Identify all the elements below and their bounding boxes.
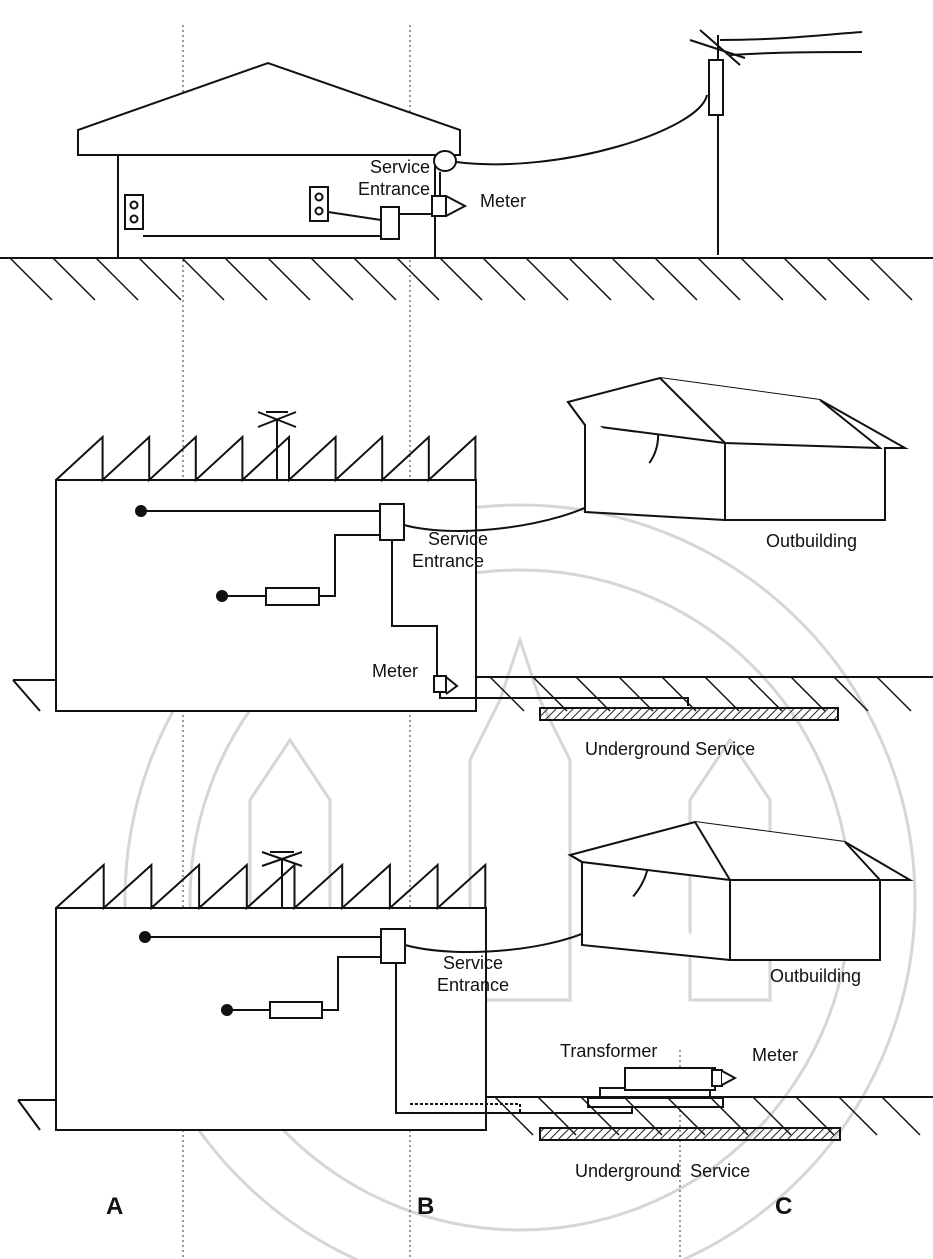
ground-hatch-stroke (225, 258, 267, 300)
transformer-label: Transformer (560, 1040, 657, 1062)
bottom-outbuilding-label: Outbuilding (770, 965, 861, 987)
middle-service-label-line1: Service (428, 528, 488, 550)
top-service-entrance-label: Service Entrance (356, 156, 430, 200)
bottom-underground-conduit (540, 1128, 840, 1140)
ground-hatch-stroke (870, 258, 912, 300)
top-entrance-label-line2: Entrance (356, 178, 430, 200)
bottom-outbuilding (570, 822, 910, 960)
middle-underground-service-label: Underground Service (585, 738, 755, 760)
ground-hatch-stroke (53, 258, 95, 300)
ground-hatch-stroke (483, 258, 525, 300)
bottom-service-entrance-label: Service Entrance (437, 952, 509, 996)
middle-entrance-label-line2: Entrance (412, 550, 488, 572)
top-service-label-line1: Service (370, 156, 430, 178)
ground-hatch-stroke (698, 258, 740, 300)
ground-hatch-stroke (619, 677, 653, 711)
ground-hatch-stroke (882, 1097, 920, 1135)
ground-hatch-stroke (741, 258, 783, 300)
bottom-underground-service-label: Underground Service (575, 1160, 750, 1182)
ground-hatch-stroke (354, 258, 396, 300)
middle-underground-conduit (540, 708, 838, 720)
middle-meter-label: Meter (372, 660, 418, 682)
middle-outbuilding (568, 378, 905, 520)
transformer (588, 1068, 735, 1107)
utility-pole (690, 30, 862, 255)
ground-hatch-stroke (705, 677, 739, 711)
ground-hatch-stroke (569, 258, 611, 300)
zone-c-label: C (775, 1196, 792, 1218)
ground-hatch-stroke (495, 1097, 533, 1135)
top-ground-hatching (10, 258, 912, 300)
zone-a-label: A (106, 1196, 123, 1218)
bottom-entrance-label-line2: Entrance (437, 974, 509, 996)
ground-hatch-stroke (576, 677, 610, 711)
ground-hatch-stroke (10, 258, 52, 300)
ground-hatch-stroke (612, 258, 654, 300)
bottom-meter-label: Meter (752, 1044, 798, 1066)
ground-hatch-stroke (662, 677, 696, 711)
top-meter-label: Meter (480, 190, 526, 212)
ground-hatch-stroke (268, 258, 310, 300)
ground-hatch-stroke (139, 258, 181, 300)
bottom-service-label-line1: Service (443, 952, 509, 974)
ground-hatch-stroke (877, 677, 911, 711)
bottom-factory (18, 852, 486, 1130)
ground-hatch-stroke (397, 258, 439, 300)
ground-hatch-stroke (784, 258, 826, 300)
ground-hatch-stroke (182, 258, 224, 300)
ground-hatch-stroke (311, 258, 353, 300)
ground-hatch-stroke (526, 258, 568, 300)
ground-hatch-stroke (655, 258, 697, 300)
ground-hatch-stroke (440, 258, 482, 300)
middle-service-entrance-label: Service Entrance (412, 528, 488, 572)
ground-hatch-stroke (96, 258, 138, 300)
ground-hatch-stroke (827, 258, 869, 300)
ground-hatch-stroke (791, 677, 825, 711)
middle-outbuilding-label: Outbuilding (766, 530, 857, 552)
zone-b-label: B (417, 1196, 434, 1218)
